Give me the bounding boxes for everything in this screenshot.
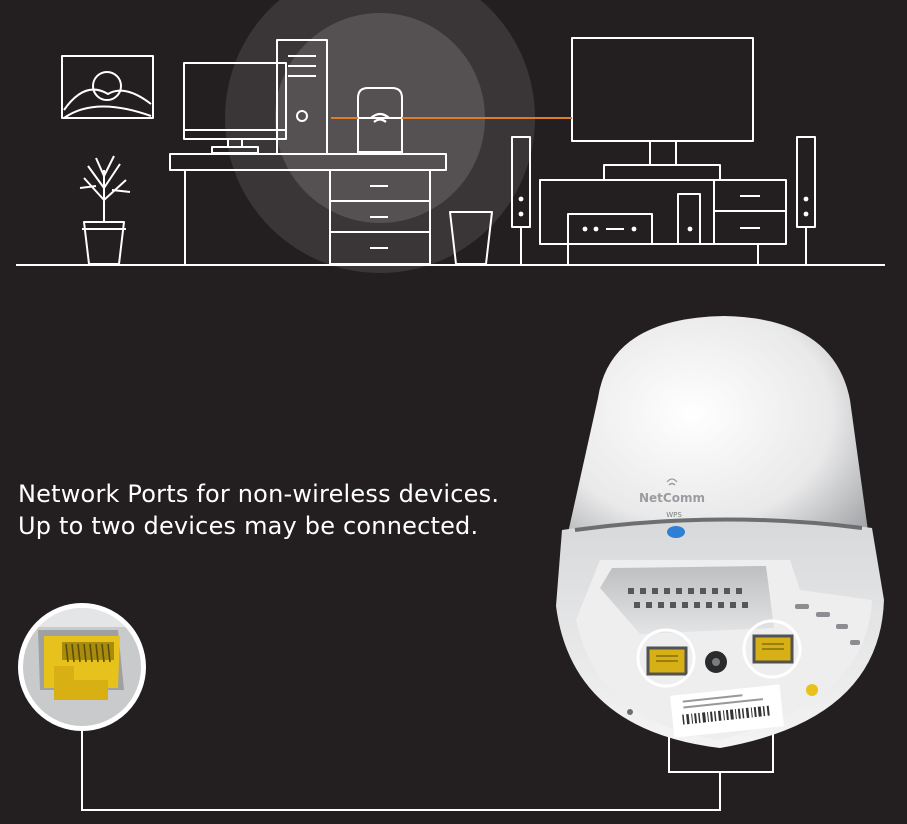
tv-icon <box>571 37 754 181</box>
wall-picture-icon <box>61 55 154 119</box>
netcomm-logo: NetComm <box>639 478 705 505</box>
netcomm-mesh-device: WPS NetComm <box>556 316 884 748</box>
wps-label: WPS <box>666 511 682 519</box>
wps-button <box>667 526 685 538</box>
caption-line-1: Network Ports for non-wireless devices. <box>18 480 500 508</box>
router-icon <box>357 87 403 153</box>
caption: Network Ports for non-wireless devices. … <box>18 478 499 542</box>
desktop-computer-icon <box>183 39 328 155</box>
ethernet-port-icon <box>18 603 146 731</box>
plant-icon <box>79 155 131 265</box>
caption-line-2: Up to two devices may be connected. <box>18 512 479 540</box>
furniture-details <box>518 196 809 232</box>
callout-connector <box>81 729 721 811</box>
svg-text:NetComm: NetComm <box>639 491 705 505</box>
speaker-icon <box>511 136 816 264</box>
tv-cabinet <box>539 179 787 264</box>
